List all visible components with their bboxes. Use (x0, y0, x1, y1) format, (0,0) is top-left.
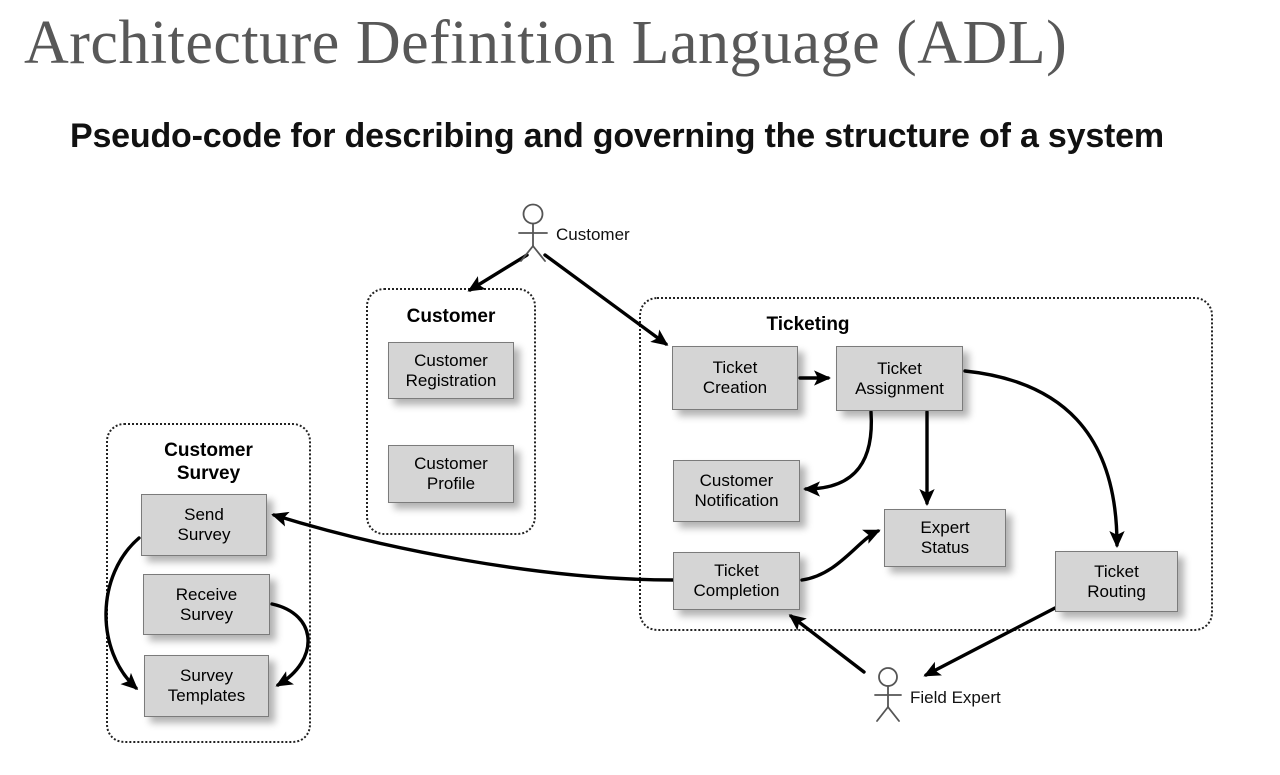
node-customer-notification-line1: Customer (699, 471, 774, 490)
group-customer-survey-label-line1: Customer (164, 440, 253, 461)
node-customer-profile[interactable]: Customer Profile (388, 445, 514, 503)
actor-customer-label: Customer (556, 225, 630, 244)
node-ticket-creation-line1: Ticket (712, 358, 758, 377)
node-ticket-completion-line1: Ticket (714, 561, 759, 580)
node-expert-status[interactable]: Expert Status (884, 509, 1006, 567)
node-customer-notification[interactable]: Customer Notification (673, 460, 800, 522)
node-survey-templates-line2: Templates (167, 686, 246, 705)
stick-figure-icon-field-expert[interactable] (866, 666, 912, 724)
page-title: Architecture Definition Language (ADL) (24, 9, 1068, 77)
group-ticketing-label: Ticketing (766, 314, 850, 335)
node-ticket-routing-line2: Routing (1087, 581, 1146, 601)
node-customer-profile-line2: Profile (426, 474, 476, 493)
edge-customer-to-customer-group (467, 253, 529, 292)
group-customer-survey-label-line2: Survey (176, 463, 241, 484)
edge-ticket-completion-to-expert-status (800, 529, 881, 582)
node-receive-survey-line1: Receive (175, 584, 238, 604)
node-survey-templates[interactable]: Survey Templates (144, 655, 269, 717)
node-ticket-assignment-line2: Assignment (855, 378, 944, 398)
node-ticket-completion-line2: Completion (693, 581, 780, 600)
edge-ticket-routing-to-field-expert (923, 606, 1057, 677)
group-ticketing[interactable]: Ticketing (639, 297, 1213, 631)
node-send-survey[interactable]: Send Survey (141, 494, 267, 556)
node-customer-registration-line1: Customer (414, 350, 488, 370)
node-send-survey-line2: Survey (177, 525, 231, 544)
node-ticket-creation-line2: Creation (702, 378, 768, 397)
page-subtitle: Pseudo-code for describing and governing… (70, 117, 1164, 155)
actor-field-expert-label: Field Expert (910, 688, 1001, 707)
node-receive-survey[interactable]: Receive Survey (143, 574, 270, 635)
node-receive-survey-line2: Survey (180, 604, 233, 624)
node-ticket-creation[interactable]: Ticket Creation (672, 346, 798, 410)
edge-receive-survey-to-survey-templates (270, 602, 310, 687)
node-expert-status-line1: Expert (920, 518, 970, 537)
edge-ticket-completion-to-send-survey (271, 511, 675, 582)
edge-field-expert-to-ticket-completion (788, 614, 866, 674)
node-customer-registration[interactable]: Customer Registration (388, 342, 514, 399)
group-customer-survey[interactable]: Customer Survey (106, 423, 311, 743)
edge-send-survey-to-survey-templates (104, 536, 141, 691)
node-send-survey-line1: Send (184, 505, 224, 524)
node-customer-notification-line2: Notification (694, 491, 779, 510)
node-survey-templates-line1: Survey (180, 666, 233, 685)
node-expert-status-line2: Status (920, 538, 970, 557)
node-customer-registration-line2: Registration (405, 370, 497, 390)
edge-customer-to-ticket-creation (543, 253, 669, 346)
edge-ticket-assignment-to-ticket-routing (963, 369, 1125, 548)
node-ticket-completion[interactable]: Ticket Completion (673, 552, 800, 610)
group-customer[interactable]: Customer (366, 288, 536, 535)
node-customer-profile-line1: Customer (414, 454, 488, 473)
node-ticket-routing-line1: Ticket (1094, 561, 1139, 581)
node-ticket-routing[interactable]: Ticket Routing (1055, 551, 1178, 612)
stick-figure-icon-customer[interactable] (511, 203, 559, 263)
node-ticket-assignment-line1: Ticket (877, 358, 922, 378)
group-customer-label: Customer (406, 306, 496, 327)
edge-ticket-assignment-to-customer-notification (803, 410, 874, 497)
node-ticket-assignment[interactable]: Ticket Assignment (836, 346, 963, 411)
